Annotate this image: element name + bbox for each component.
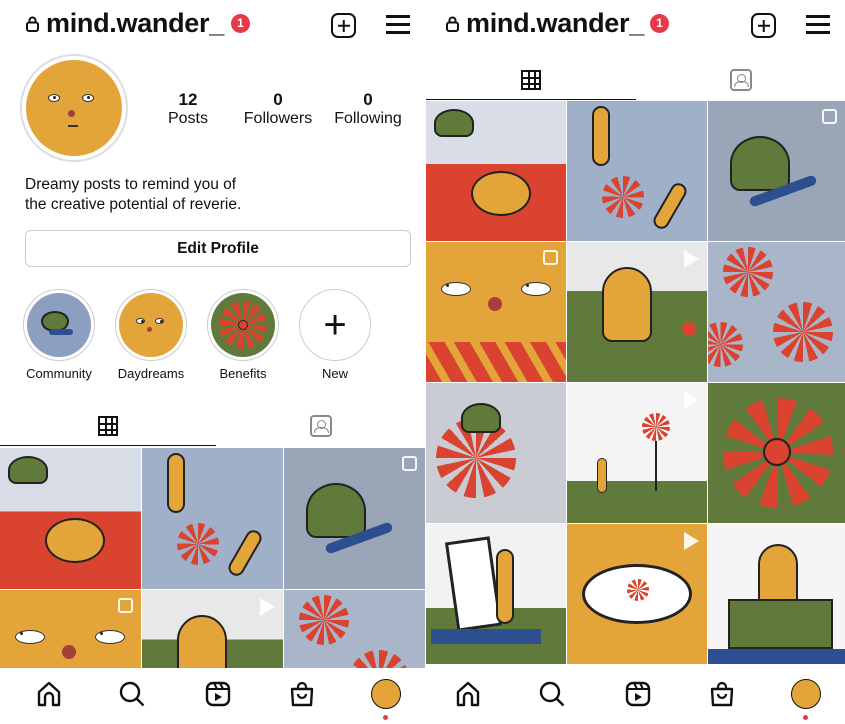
post-tile-laptop[interactable] [708,524,845,664]
tagged-icon [729,69,752,91]
profile-screen-scrolled: mind.wander_ 1 [426,0,845,724]
nav-search-icon[interactable] [118,680,146,708]
carousel-icon [543,250,558,265]
stat-label: Following [334,110,402,127]
post-tile-butterfly[interactable] [284,448,425,589]
stat-value: 12 [178,90,198,109]
nav-home-icon[interactable] [454,680,482,708]
post-tile-floating-figures[interactable] [567,101,707,241]
carousel-icon [402,456,417,471]
bottom-nav [0,668,425,724]
highlight-label: Community [26,366,92,381]
post-tile-flower-butterflies[interactable] [0,448,141,589]
tab-posts-grid[interactable] [0,406,216,446]
menu-button[interactable] [386,15,410,35]
post-tile-daydream-face[interactable] [426,242,566,382]
tab-tagged[interactable] [636,60,845,100]
stat-value: 0 [363,90,373,109]
post-tile-sitting-figure[interactable] [567,242,707,382]
highlight-label: Benefits [219,366,267,381]
bio: Dreamy posts to remind you of the creativ… [25,175,285,215]
post-tile-butterfly-flower[interactable] [426,383,566,523]
carousel-icon [118,598,133,613]
nav-search-icon[interactable] [538,680,566,708]
highlight-new-button[interactable]: + New [295,289,375,381]
post-tile-mirror[interactable] [426,524,566,664]
nav-home-icon[interactable] [35,680,63,708]
username[interactable]: mind.wander_ [466,8,644,38]
post-tile-big-flower[interactable] [708,383,845,523]
lock-icon [26,16,39,32]
edit-profile-button[interactable]: Edit Profile [25,230,411,267]
post-tile-butterfly[interactable] [708,101,845,241]
notification-badge: 1 [231,14,250,33]
nav-shop-icon[interactable] [708,680,736,708]
nav-reels-icon[interactable] [624,680,652,708]
posts-grid [426,101,845,664]
bio-line: Dreamy posts to remind you of [25,176,237,193]
stat-label: Followers [243,110,313,127]
grid-icon [521,69,541,90]
post-tile-floating-figures[interactable] [142,448,283,589]
highlight-label: Daydreams [117,366,185,381]
top-bar: mind.wander_ 1 [426,8,845,40]
nav-reels-icon[interactable] [204,680,232,708]
grid-icon [98,415,118,436]
stat-value: 0 [273,90,283,109]
username[interactable]: mind.wander_ [46,8,224,38]
highlight-community[interactable]: Community [19,289,99,381]
top-bar: mind.wander_ 1 [0,8,425,40]
nav-shop-icon[interactable] [288,680,316,708]
bio-line: the creative potential of reverie. [25,196,242,213]
posts-grid [0,448,425,724]
reel-icon [260,598,275,616]
plus-icon: + [299,289,371,361]
notification-badge: 1 [650,14,669,33]
tab-tagged[interactable] [216,406,425,446]
reel-icon [684,391,699,409]
carousel-icon [822,109,837,124]
reel-icon [684,532,699,550]
post-tile-window[interactable] [567,524,707,664]
post-tile-flower-butterflies[interactable] [426,101,566,241]
nav-profile-avatar[interactable] [791,679,821,709]
menu-button[interactable] [806,15,830,35]
create-post-button[interactable] [751,13,776,38]
profile-avatar[interactable] [20,54,128,162]
stat-label: Posts [167,110,208,127]
active-indicator [383,715,388,720]
post-tile-red-flowers[interactable] [708,242,845,382]
reel-icon [684,250,699,268]
bottom-nav [426,668,845,724]
highlight-daydreams[interactable]: Daydreams [111,289,191,381]
tab-posts-grid[interactable] [426,60,636,100]
create-post-button[interactable] [331,13,356,38]
active-indicator [803,715,808,720]
nav-profile-avatar[interactable] [371,679,401,709]
post-tile-lone-flower[interactable] [567,383,707,523]
lock-icon [446,16,459,32]
highlight-benefits[interactable]: Benefits [203,289,283,381]
highlight-label: New [321,366,348,381]
tagged-icon [309,415,332,437]
